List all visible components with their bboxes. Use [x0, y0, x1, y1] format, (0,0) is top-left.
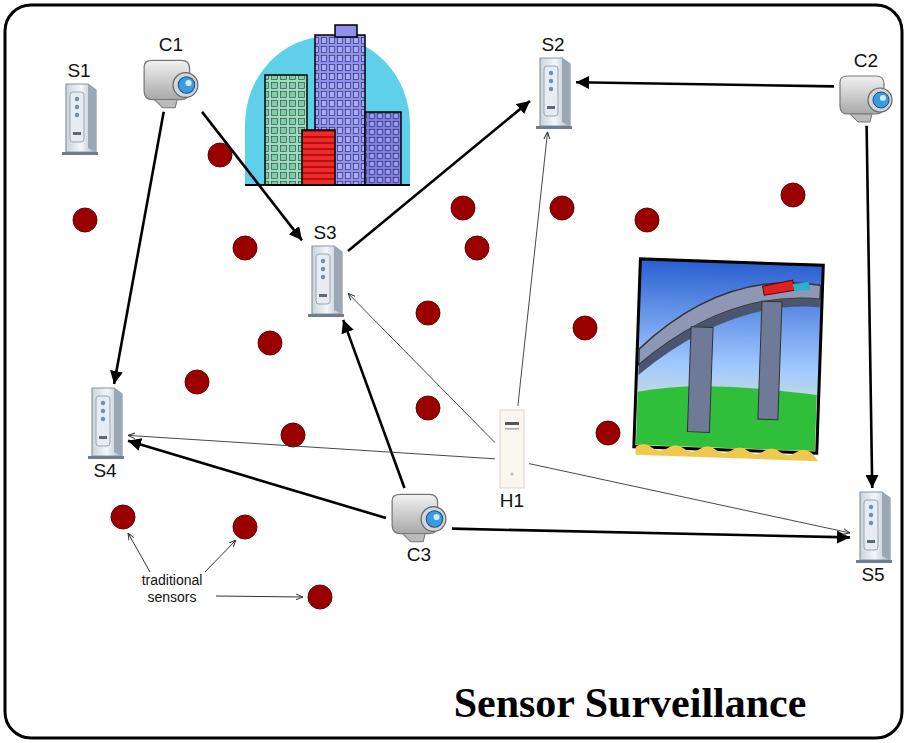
server-node: S4 [84, 386, 126, 482]
node-label: S1 [65, 60, 92, 82]
frame [5, 5, 902, 738]
camera-icon [140, 56, 202, 110]
data-arrow [452, 529, 850, 538]
server-icon [532, 56, 574, 130]
server-node: S3 [304, 222, 346, 318]
data-arrow [202, 112, 302, 241]
server-icon [304, 244, 346, 318]
node-label: C3 [405, 544, 433, 566]
data-arrow [343, 320, 404, 488]
node-label: C1 [157, 34, 185, 56]
data-arrow [576, 82, 834, 86]
server-node: S1 [58, 60, 100, 156]
camera-icon [836, 72, 896, 124]
node-label: S4 [91, 460, 118, 482]
node-label: S2 [539, 34, 566, 56]
bridge-picture [634, 259, 826, 461]
node-label: S3 [311, 222, 338, 244]
server-node: S5 [852, 490, 894, 586]
camera-node: C3 [388, 490, 450, 566]
camera-node: C1 [140, 34, 202, 110]
server-icon [852, 490, 894, 564]
node-label: H1 [498, 490, 526, 512]
control-link [128, 435, 495, 458]
control-link [518, 132, 548, 406]
node-label: C2 [852, 50, 880, 72]
control-link [348, 293, 495, 442]
diagram-title: Sensor Surveillance [360, 680, 900, 726]
note-label: traditional sensors [122, 572, 222, 606]
control-link [529, 464, 850, 533]
data-arrow [348, 101, 530, 251]
data-arrow [114, 112, 164, 384]
server-icon [58, 82, 100, 156]
server-node: S2 [532, 34, 574, 130]
city-picture [245, 25, 410, 185]
node-label: S5 [859, 564, 886, 586]
host-node: H1 [497, 408, 527, 512]
camera-icon [388, 490, 450, 544]
host-icon [497, 408, 527, 490]
server-icon [84, 386, 126, 460]
data-arrow [867, 126, 873, 488]
data-arrow [128, 441, 386, 518]
camera-node: C2 [836, 50, 896, 124]
sensor-dots [73, 143, 805, 609]
